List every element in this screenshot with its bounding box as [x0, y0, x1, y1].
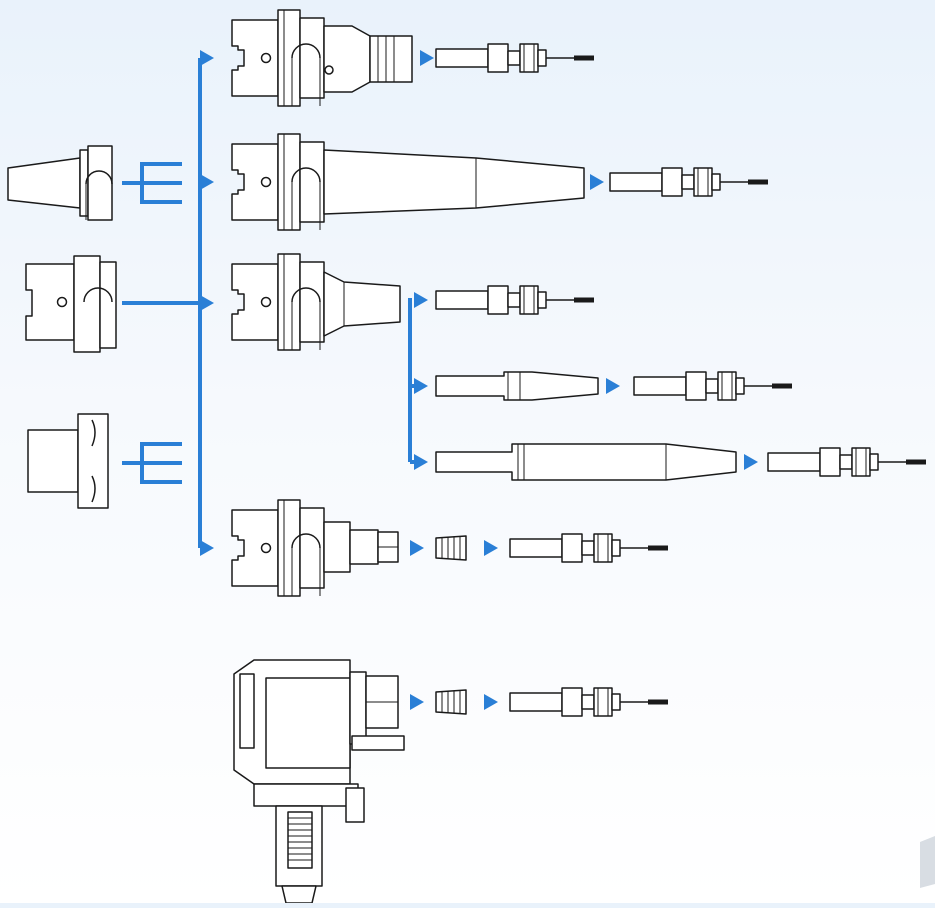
- holder-shrink-fit: [231, 253, 595, 351]
- angle-head-thread: [287, 811, 313, 869]
- holder-hydraulic-chuck: [231, 9, 595, 107]
- holder-collet-chuck: [231, 499, 669, 597]
- machine-interface-polygonal: [27, 413, 109, 509]
- angle-head: [233, 659, 669, 904]
- machine-interface-sk-taper: [7, 145, 113, 221]
- shrink-extension-short: [435, 371, 793, 401]
- page-corner-decoration: [920, 836, 935, 888]
- machine-interface-hsk: [25, 255, 117, 353]
- holder-long-extension: [231, 133, 769, 231]
- shrink-extension-long: [435, 443, 927, 481]
